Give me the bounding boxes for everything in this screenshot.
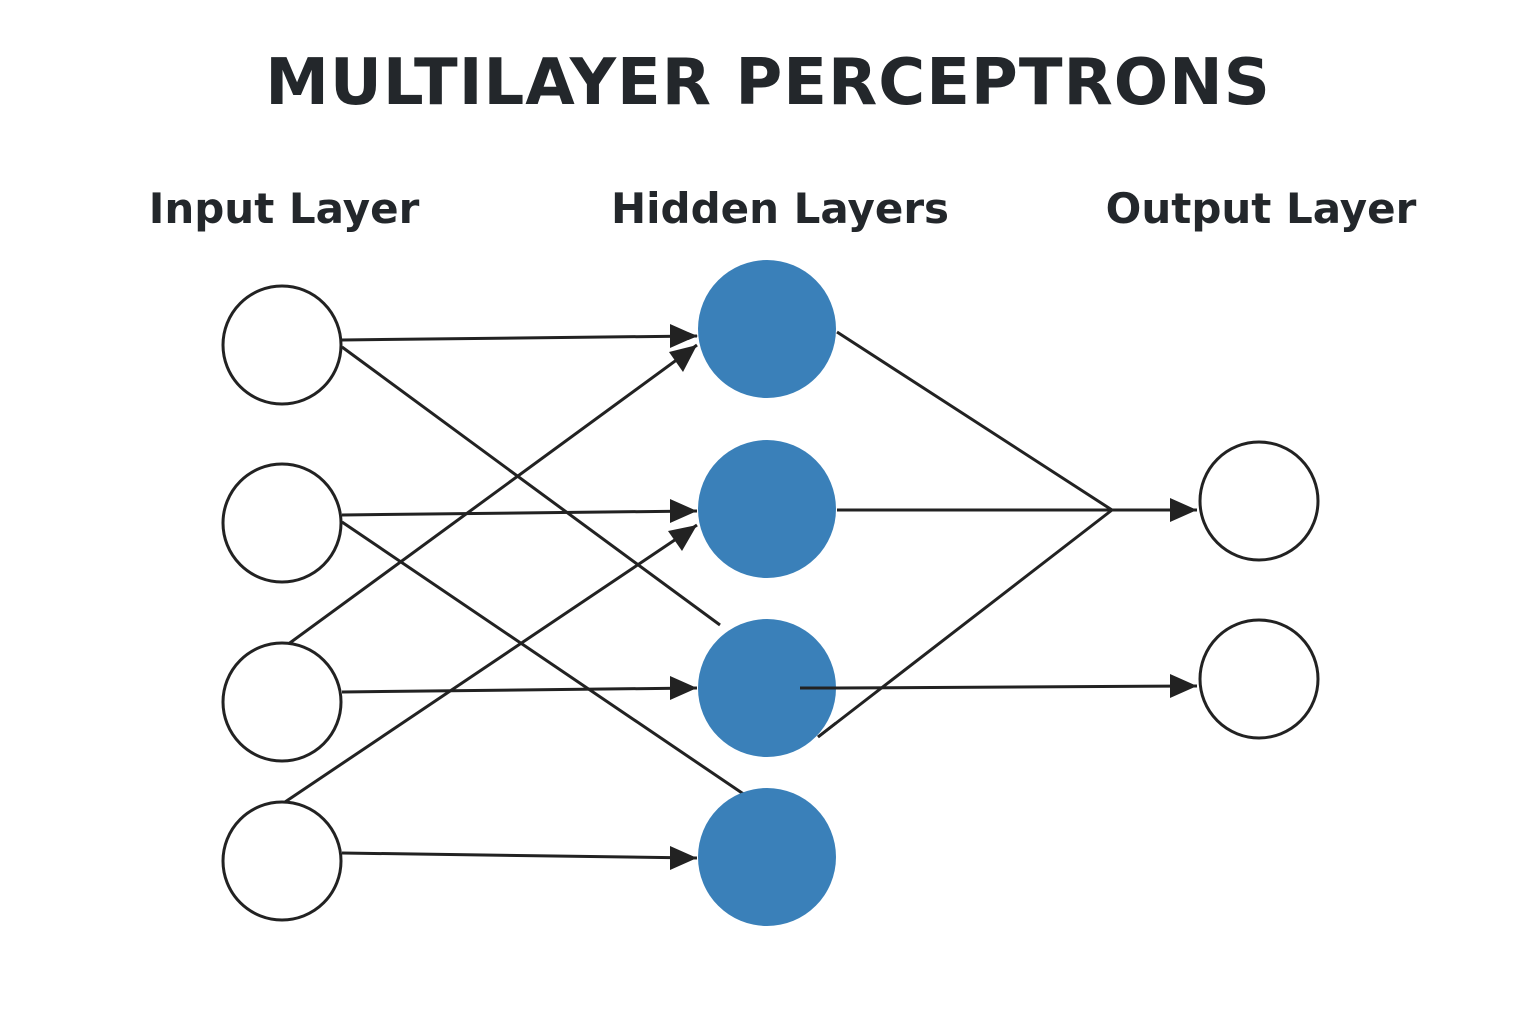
arrow-hidden2-a xyxy=(670,499,697,523)
edge-hidden3-junction-overlay xyxy=(817,721,837,739)
edge-hidden3-junction xyxy=(817,508,1113,739)
output-node xyxy=(1198,440,1320,562)
edge-input2-hidden4 xyxy=(341,520,746,797)
arrow-output1 xyxy=(1170,498,1197,522)
input-layer-label: Input Layer xyxy=(148,184,420,233)
edge-input1-hidden3 xyxy=(341,345,721,627)
edge-input1-hidden1 xyxy=(341,332,698,342)
edge-input3-hidden1 xyxy=(286,343,698,647)
connections xyxy=(284,330,1198,860)
hidden-node xyxy=(698,260,836,398)
hidden-node xyxy=(698,619,836,757)
arrow-hidden2-b xyxy=(668,525,697,551)
edge-hidden3-output2 xyxy=(836,684,1198,690)
input-node xyxy=(221,284,343,406)
hidden-node xyxy=(698,788,836,926)
output-node xyxy=(1198,618,1320,740)
arrowheads xyxy=(668,324,1197,870)
edge-input2-hidden2 xyxy=(341,509,698,517)
arrow-output2 xyxy=(1170,674,1197,698)
page-title: MULTILAYER PERCEPTRONS xyxy=(265,46,1271,120)
hidden-node xyxy=(698,440,836,578)
hidden-nodes xyxy=(698,260,836,926)
edge-input4-hidden4 xyxy=(341,851,698,860)
input-nodes xyxy=(221,284,343,922)
arrow-hidden1-a xyxy=(670,324,697,348)
output-nodes xyxy=(1198,440,1320,740)
hidden-layers-label: Hidden Layers xyxy=(610,184,950,233)
edge-input3-hidden3 xyxy=(341,686,698,694)
arrow-hidden4 xyxy=(670,846,697,870)
arrow-hidden1-b xyxy=(669,345,697,372)
edge-input4-hidden2 xyxy=(284,523,698,804)
output-layer-label: Output Layer xyxy=(1105,184,1417,233)
edge-hidden1-junction xyxy=(836,330,1113,512)
arrow-hidden3 xyxy=(670,676,697,700)
input-node xyxy=(221,462,343,584)
input-node xyxy=(221,641,343,763)
input-node xyxy=(221,800,343,922)
